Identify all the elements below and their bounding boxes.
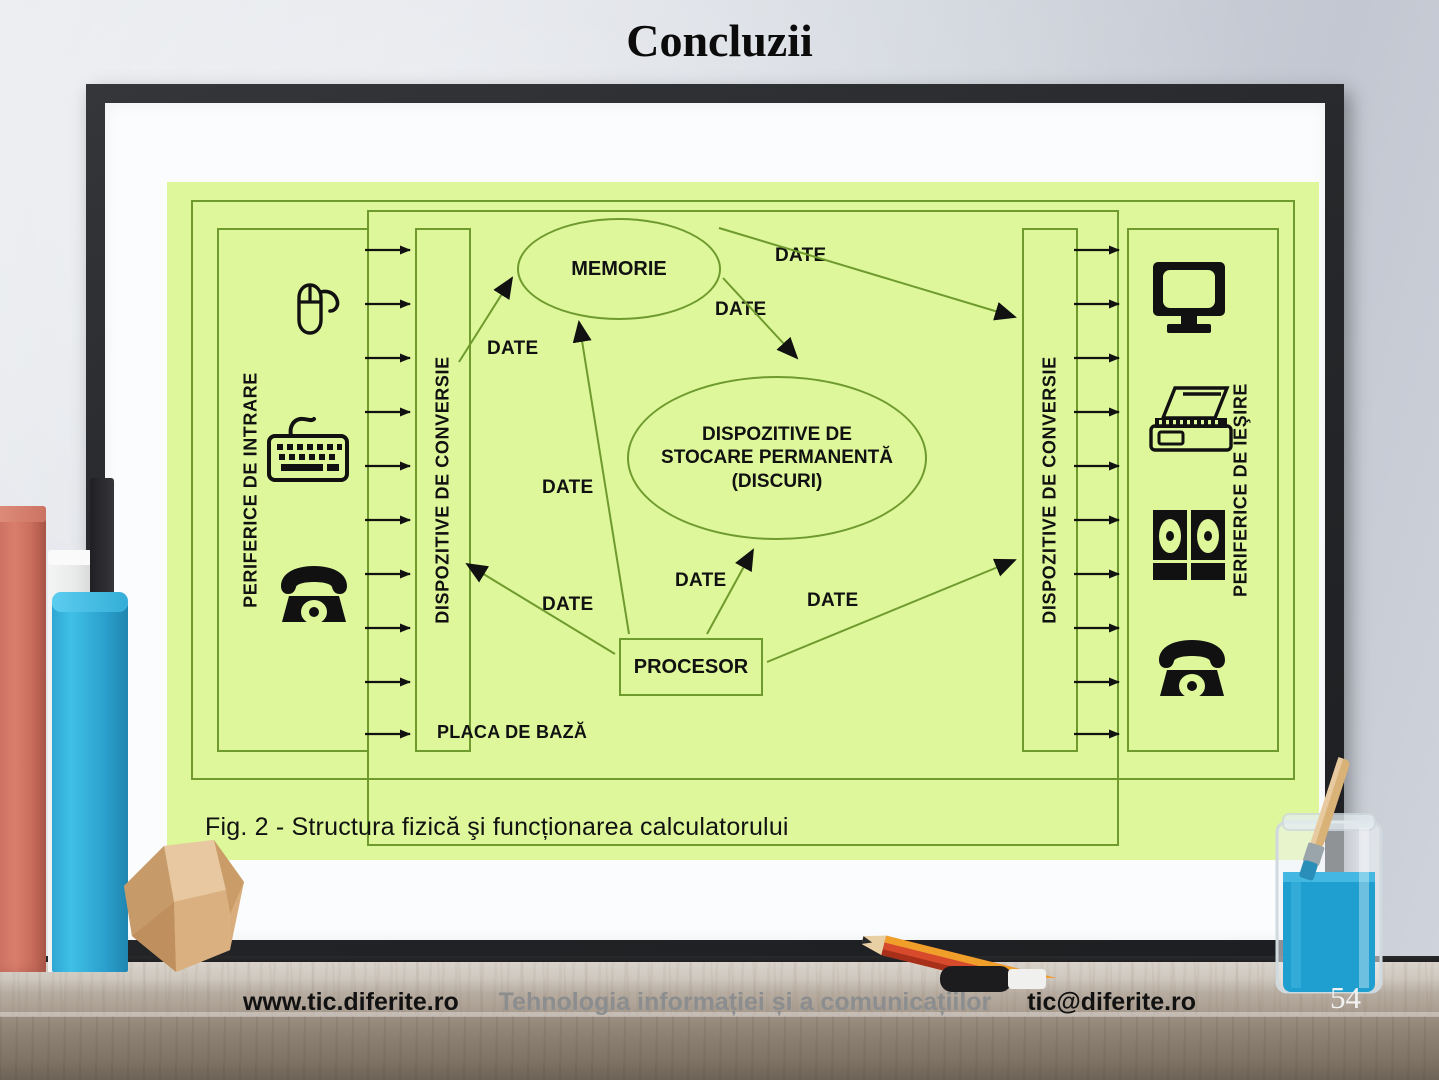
storage-label-line2: STOCARE PERMANENTĂ [661, 447, 893, 469]
conversion-right-label: DISPOZITIVE DE CONVERSIE [1039, 356, 1060, 624]
data-label-proc-to-right: DATE [807, 590, 859, 611]
diagram-outer-border [191, 200, 1295, 780]
red-book-top [0, 506, 46, 522]
mouse-icon [281, 278, 355, 349]
telephone-icon [1149, 634, 1235, 711]
footer: www.tic.diferite.ro Tehnologia informați… [0, 988, 1439, 1017]
keyboard-icon [261, 406, 357, 495]
conversion-left-label: DISPOZITIVE DE CONVERSIE [432, 356, 453, 624]
speakers-icon [1151, 508, 1227, 587]
conversion-left-box: DISPOZITIVE DE CONVERSIE [415, 228, 471, 752]
memory-ellipse: MEMORIE [517, 218, 721, 320]
blue-book-top [52, 592, 128, 612]
data-label-memory-in: DATE [487, 338, 539, 359]
white-book-top [48, 550, 92, 565]
shelf-front-edge [0, 1016, 1439, 1080]
data-label-proc-to-left: DATE [542, 594, 594, 615]
footer-email[interactable]: tic@diferite.ro [1027, 988, 1197, 1016]
wooden-polyhedron [118, 840, 254, 983]
footer-subject: Tehnologia informației și a comunicațiil… [498, 988, 992, 1016]
processor-box: PROCESOR [619, 638, 763, 696]
page-title: Concluzii [626, 15, 813, 66]
memory-label: MEMORIE [571, 257, 667, 280]
marker [938, 958, 1050, 1003]
conversion-right-box: DISPOZITIVE DE CONVERSIE [1022, 228, 1078, 752]
picture-frame: PERIFERICE DE INTRARE [86, 84, 1344, 959]
data-label-memory-to-storage: DATE [715, 299, 767, 320]
red-book [0, 512, 46, 972]
data-label-memory-to-right: DATE [775, 245, 827, 266]
telephone-icon [271, 560, 357, 637]
printer-icon [1141, 382, 1239, 459]
output-peripherals-box: PERIFERICE DE IEŞIRE [1127, 228, 1279, 752]
blue-book [52, 600, 128, 972]
paintbrush [1288, 756, 1362, 891]
frame-mat: PERIFERICE DE INTRARE [105, 103, 1325, 940]
processor-label: PROCESOR [633, 655, 749, 678]
input-peripherals-label: PERIFERICE DE INTRARE [240, 372, 261, 608]
data-label-proc-to-storage: DATE [675, 570, 727, 591]
data-label-proc-to-memory: DATE [542, 477, 594, 498]
computer-structure-diagram: PERIFERICE DE INTRARE [167, 182, 1319, 860]
storage-label-line3: (DISCURI) [731, 470, 823, 492]
shelf-lip [0, 1012, 1439, 1017]
input-peripherals-box: PERIFERICE DE INTRARE [217, 228, 369, 752]
monitor-icon [1145, 256, 1233, 341]
page-number: 54 [1330, 980, 1361, 1015]
figure-caption: Fig. 2 - Structura fizică şi funcționare… [205, 813, 789, 841]
footer-website[interactable]: www.tic.diferite.ro [242, 988, 459, 1016]
storage-label-line1: DISPOZITIVE DE [702, 424, 852, 446]
motherboard-label: PLACA DE BAZĂ [437, 722, 588, 742]
storage-ellipse: DISPOZITIVE DE STOCARE PERMANENTĂ (DISCU… [627, 376, 927, 540]
